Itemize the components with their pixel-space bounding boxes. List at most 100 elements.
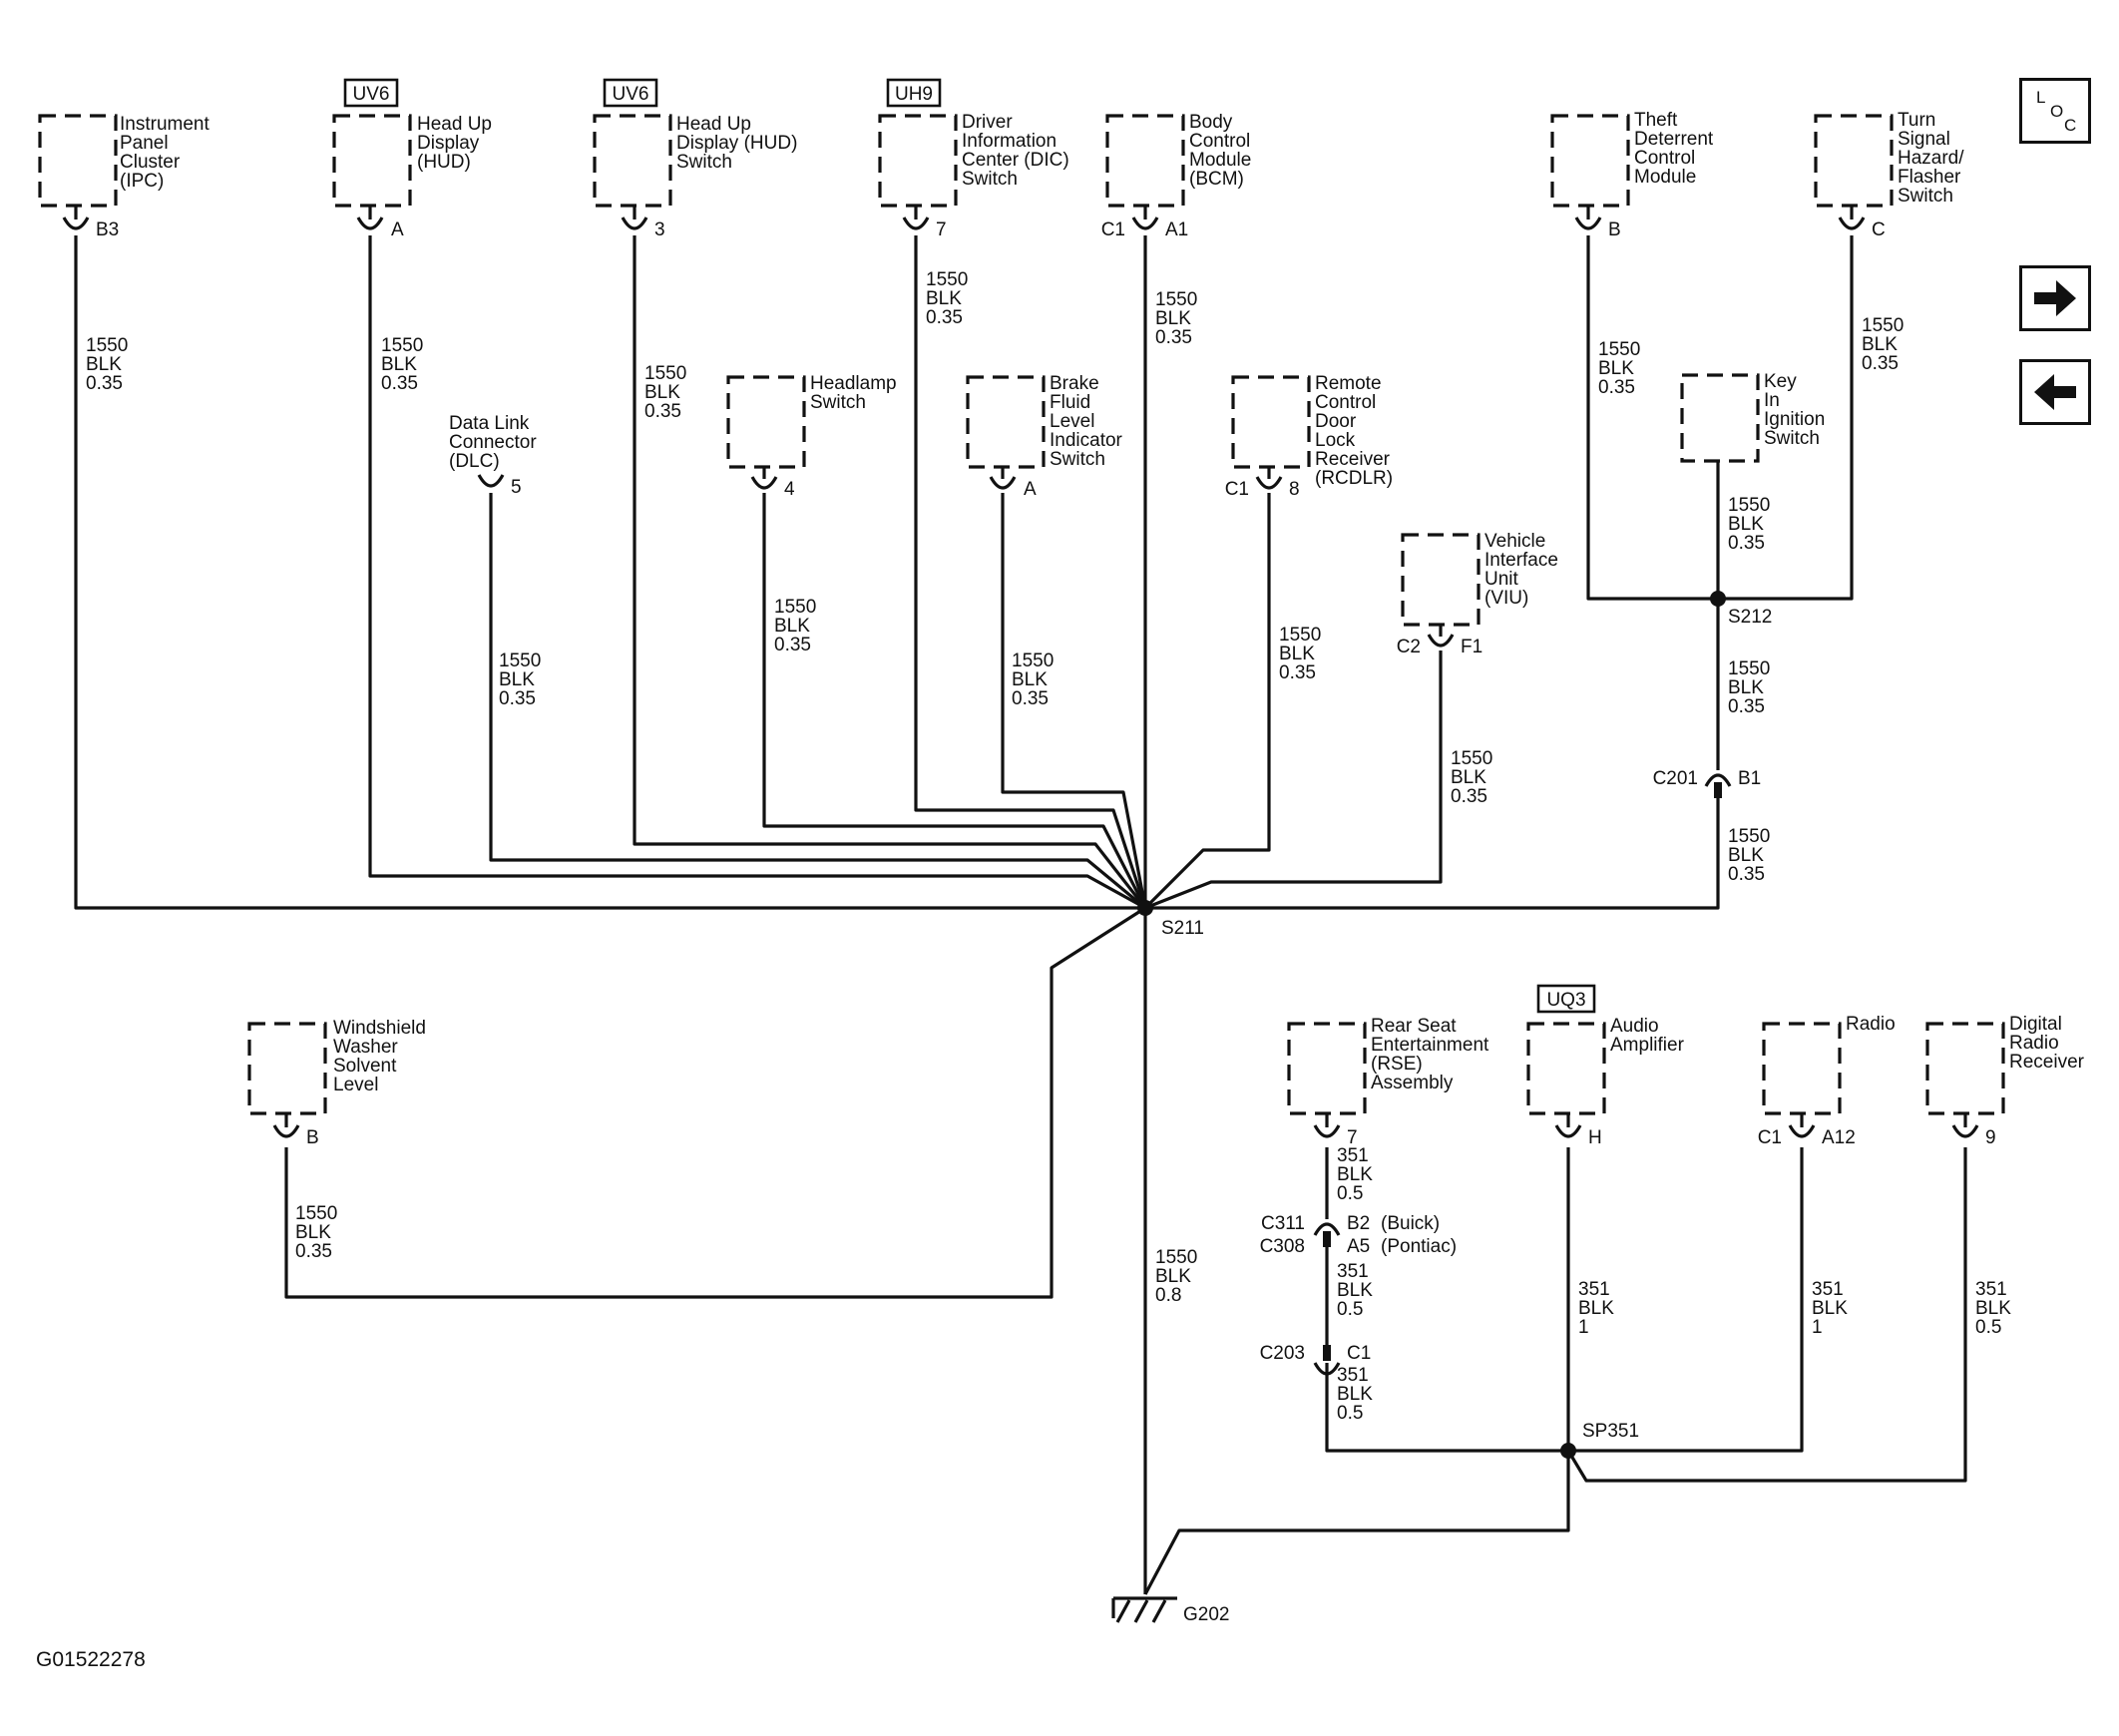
inline-c311	[1313, 1222, 1341, 1247]
splice-s212-label: S212	[1728, 607, 1772, 628]
washer-pin: B	[306, 1127, 319, 1148]
loc-letter-c: C	[2064, 116, 2076, 135]
wire-radio	[1568, 1147, 1804, 1453]
hud-switch-option: UV6	[613, 84, 649, 105]
rse-pin: 7	[1347, 1127, 1358, 1148]
ground-symbol	[1111, 1596, 1177, 1623]
inline-c201	[1704, 773, 1732, 798]
viu-pin: F1	[1461, 637, 1483, 657]
terminal-rse	[1313, 1113, 1341, 1138]
wire-digital-radio	[1566, 1147, 1967, 1483]
splice-s212-dot	[1710, 591, 1726, 607]
pin-labels: B3 A 3 7 C1 A1 B C 5 4 A C1 8 C2 F1 B 7 …	[96, 219, 1996, 1364]
terminal-washer	[272, 1113, 300, 1138]
hud-switch-box	[593, 114, 672, 208]
ground-label: G202	[1183, 1604, 1229, 1625]
headlamp-pin: 4	[784, 479, 795, 500]
inline-c203	[1313, 1345, 1341, 1376]
terminal-theft	[1574, 206, 1602, 230]
splice-sp351-dot	[1560, 1443, 1576, 1459]
terminal-audio-amp	[1554, 1113, 1582, 1138]
digital-radio-box	[1925, 1022, 2005, 1115]
arrow-left-icon	[2034, 374, 2076, 410]
wire-hud	[368, 235, 1146, 910]
c308-note: (Pontiac)	[1381, 1236, 1457, 1257]
option-tags: UV6 UV6 UH9 UQ3	[343, 78, 1596, 1014]
dic-pin: 7	[936, 219, 947, 240]
terminal-dlc	[477, 474, 505, 488]
c311-note: (Buick)	[1381, 1213, 1440, 1234]
terminal-viu	[1427, 625, 1455, 648]
arrow-right-icon	[2034, 280, 2076, 316]
figure-id: G01522278	[36, 1648, 146, 1671]
key-switch-box	[1680, 373, 1760, 463]
c308-connector: C308	[1260, 1236, 1305, 1257]
wiring	[74, 235, 1967, 1595]
terminal-headlamp	[750, 467, 778, 490]
audio-amp-pin: H	[1588, 1127, 1602, 1148]
wire-headlamp	[762, 493, 1147, 909]
ipc-pin: B3	[96, 219, 119, 240]
hud-option: UV6	[353, 84, 390, 105]
wire-viu	[1144, 651, 1443, 910]
wire-rse-low	[1325, 1363, 1568, 1453]
previous-page-button[interactable]	[2019, 359, 2091, 425]
c311-pin: B2	[1347, 1213, 1370, 1234]
terminal-radio	[1788, 1113, 1816, 1138]
audio-amp-option: UQ3	[1546, 990, 1585, 1011]
hud-box	[332, 114, 412, 208]
next-page-button[interactable]	[2019, 265, 2091, 331]
bcm-box	[1105, 114, 1185, 208]
rcdlr-pin: 8	[1289, 479, 1300, 500]
dlc-pin: 5	[511, 477, 522, 498]
terminal-digital-radio	[1951, 1113, 1979, 1138]
rcdlr-connector: C1	[1225, 479, 1249, 500]
wire-hud-switch	[633, 235, 1147, 909]
wire-dlc	[489, 493, 1147, 910]
loc-button[interactable]: L O C	[2019, 78, 2091, 144]
washer-box	[247, 1022, 327, 1115]
radio-box	[1762, 1022, 1842, 1115]
terminal-dic	[902, 206, 930, 230]
hud-switch-pin: 3	[654, 219, 665, 240]
wire-rcdlr	[1143, 493, 1271, 910]
ipc-box	[38, 114, 118, 208]
rse-box	[1287, 1022, 1367, 1115]
viu-box	[1401, 533, 1481, 627]
dic-option: UH9	[895, 84, 933, 105]
brake-fluid-pin: A	[1024, 479, 1037, 500]
c203-connector: C203	[1260, 1343, 1305, 1364]
terminal-ipc	[62, 206, 90, 230]
terminal-hud-switch	[621, 206, 648, 230]
